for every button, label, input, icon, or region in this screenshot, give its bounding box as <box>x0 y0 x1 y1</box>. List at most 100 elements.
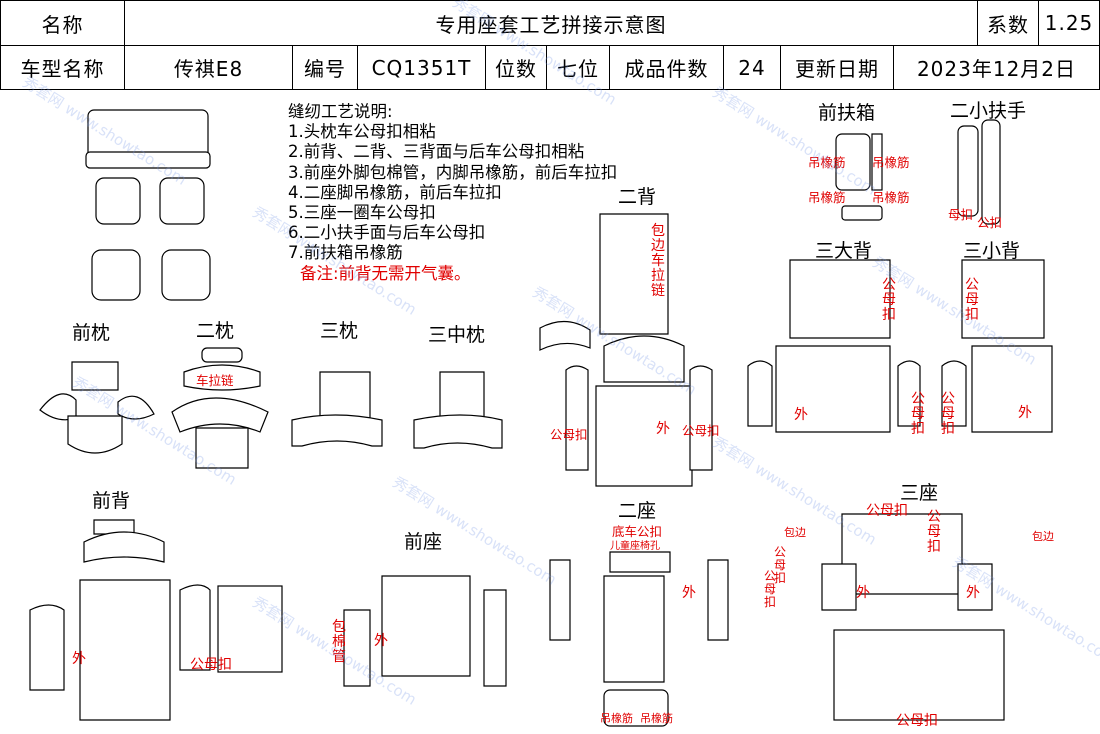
notes-remark: 备注:前背无需开气囊。 <box>300 263 471 283</box>
second-seat-top <box>609 551 671 573</box>
anno-child-seat: 儿童座椅孔 <box>610 541 660 552</box>
anno-snap: 公母扣 <box>550 427 588 442</box>
anno-outer: 外 <box>682 585 696 601</box>
label-second-seat: 二座 <box>618 500 657 522</box>
anno-wrap-zip: 包边车拉链 <box>651 223 665 299</box>
page-title: 专用座套工艺拼接示意图 <box>124 0 978 46</box>
third-headrest-center <box>319 371 371 423</box>
sewing-notes: 缝纫工艺说明: 1.头枕车公母扣相粘 2.前背、二背、三背面与后车公母扣相粘 3… <box>288 102 617 284</box>
anno-outer: 外 <box>856 585 870 601</box>
model-label: 车型名称 <box>0 45 125 90</box>
third-big-back-left <box>747 360 773 427</box>
code-label: 编号 <box>292 45 358 90</box>
car-front-seat-left <box>95 177 141 225</box>
car-bench-base <box>85 151 211 169</box>
label-third-mid-headrest: 三中枕 <box>428 324 486 346</box>
second-back-right-side <box>689 365 713 471</box>
front-back-panel <box>217 585 283 673</box>
third-seat-cushion <box>833 629 1005 721</box>
anno-snap-female: 母扣 <box>948 207 974 222</box>
third-headrest-base <box>291 414 383 447</box>
anno-hang-elastic: 吊橡筋 <box>640 712 673 725</box>
third-seat-right <box>957 563 993 611</box>
pieces-label: 成品件数 <box>609 45 724 90</box>
car-passenger-seat <box>161 249 211 301</box>
car-front-seat-right <box>159 177 205 225</box>
pieces-value: 24 <box>723 45 781 90</box>
note-line: 7.前扶箱吊橡筋 <box>288 243 403 263</box>
anno-outer: 外 <box>72 651 86 667</box>
front-seat-right <box>483 589 507 687</box>
second-headrest-mid <box>171 397 269 433</box>
front-seat-left <box>343 609 371 687</box>
second-back-main <box>595 385 693 487</box>
anno-hang-elastic: 吊橡筋 <box>600 712 633 725</box>
name-label: 名称 <box>0 0 125 46</box>
second-back-arc <box>539 320 591 351</box>
coef-value: 1.25 <box>1038 0 1100 46</box>
small-armrest-left <box>957 125 979 217</box>
anno-snap: 公母扣 <box>190 657 232 673</box>
anno-snap: 公母扣 <box>682 423 720 438</box>
anno-snap: 公母扣 <box>941 391 955 437</box>
armbox-bottom <box>841 205 883 221</box>
third-mid-headrest-base <box>413 414 503 449</box>
anno-snap: 公母扣 <box>911 391 925 437</box>
second-headrest-top <box>183 364 261 391</box>
anno-wrap-edge: 包边 <box>784 526 806 539</box>
date-value: 2023年12月2日 <box>893 45 1100 90</box>
note-line: 2.前背、二背、三背面与后车公母扣相粘 <box>288 142 585 162</box>
third-seat-left <box>821 563 857 611</box>
notes-heading: 缝纫工艺说明: <box>288 102 393 121</box>
date-label: 更新日期 <box>780 45 894 90</box>
second-headrest-tab <box>201 347 243 363</box>
second-headrest-bottom <box>195 427 249 469</box>
label-third-headrest: 三枕 <box>320 320 359 342</box>
seats-label: 位数 <box>485 45 547 90</box>
front-back-main <box>79 579 171 721</box>
anno-outer: 外 <box>1018 405 1032 421</box>
anno-snap: 公母扣 <box>773 545 786 585</box>
third-big-back-main <box>775 345 891 433</box>
anno-outer: 外 <box>656 421 670 437</box>
front-headrest-bottom <box>67 415 123 454</box>
second-seat-left <box>549 559 571 641</box>
anno-zip: 车拉链 <box>196 373 234 388</box>
label-front-headrest: 前枕 <box>72 322 111 344</box>
second-back-mid <box>603 335 685 383</box>
third-small-back-top <box>961 259 1045 339</box>
car-driver-seat <box>91 249 141 301</box>
label-front-seat: 前座 <box>404 531 443 553</box>
anno-snap: 公母扣 <box>927 509 941 555</box>
seats-value: 七位 <box>546 45 610 90</box>
anno-snap: 公母扣 <box>763 569 776 609</box>
coef-label: 系数 <box>977 0 1039 46</box>
anno-wrap-edge: 包边 <box>1032 530 1054 543</box>
front-seat-main <box>381 575 471 677</box>
note-line: 3.前座外脚包棉管，内脚吊橡筋，前后车拉扣 <box>288 162 618 182</box>
front-headrest-top <box>71 361 119 391</box>
second-seat-main <box>603 575 665 683</box>
note-line: 4.二座脚吊橡筋，前后车拉扣 <box>288 182 502 202</box>
code-value: CQ1351T <box>357 45 486 90</box>
anno-snap-male: 公扣 <box>977 215 1003 230</box>
front-back-right <box>179 584 211 671</box>
anno-snap: 公母扣 <box>882 277 896 323</box>
label-second-headrest: 二枕 <box>196 320 235 342</box>
small-armrest-right <box>981 119 1001 225</box>
second-back-top <box>599 213 669 335</box>
anno-outer: 外 <box>966 585 980 601</box>
front-headrest-right <box>117 395 155 420</box>
note-line: 1.头枕车公母扣相粘 <box>288 122 436 142</box>
armbox-left <box>835 133 871 191</box>
label-second-back: 二背 <box>618 186 657 208</box>
third-big-back-top <box>789 259 891 339</box>
label-front-armbox: 前扶箱 <box>818 102 876 124</box>
label-second-small-armrest: 二小扶手 <box>950 100 1027 122</box>
anno-wrap-tube: 包棉管 <box>332 619 346 665</box>
third-big-back-right <box>897 360 921 427</box>
header-table: 名称 专用座套工艺拼接示意图 系数 1.25 车型名称 传祺E8 编号 CQ13… <box>0 0 1100 90</box>
third-small-back-left <box>941 360 967 427</box>
anno-outer: 外 <box>374 633 388 649</box>
note-line: 5.三座一圈车公母扣 <box>288 203 436 223</box>
